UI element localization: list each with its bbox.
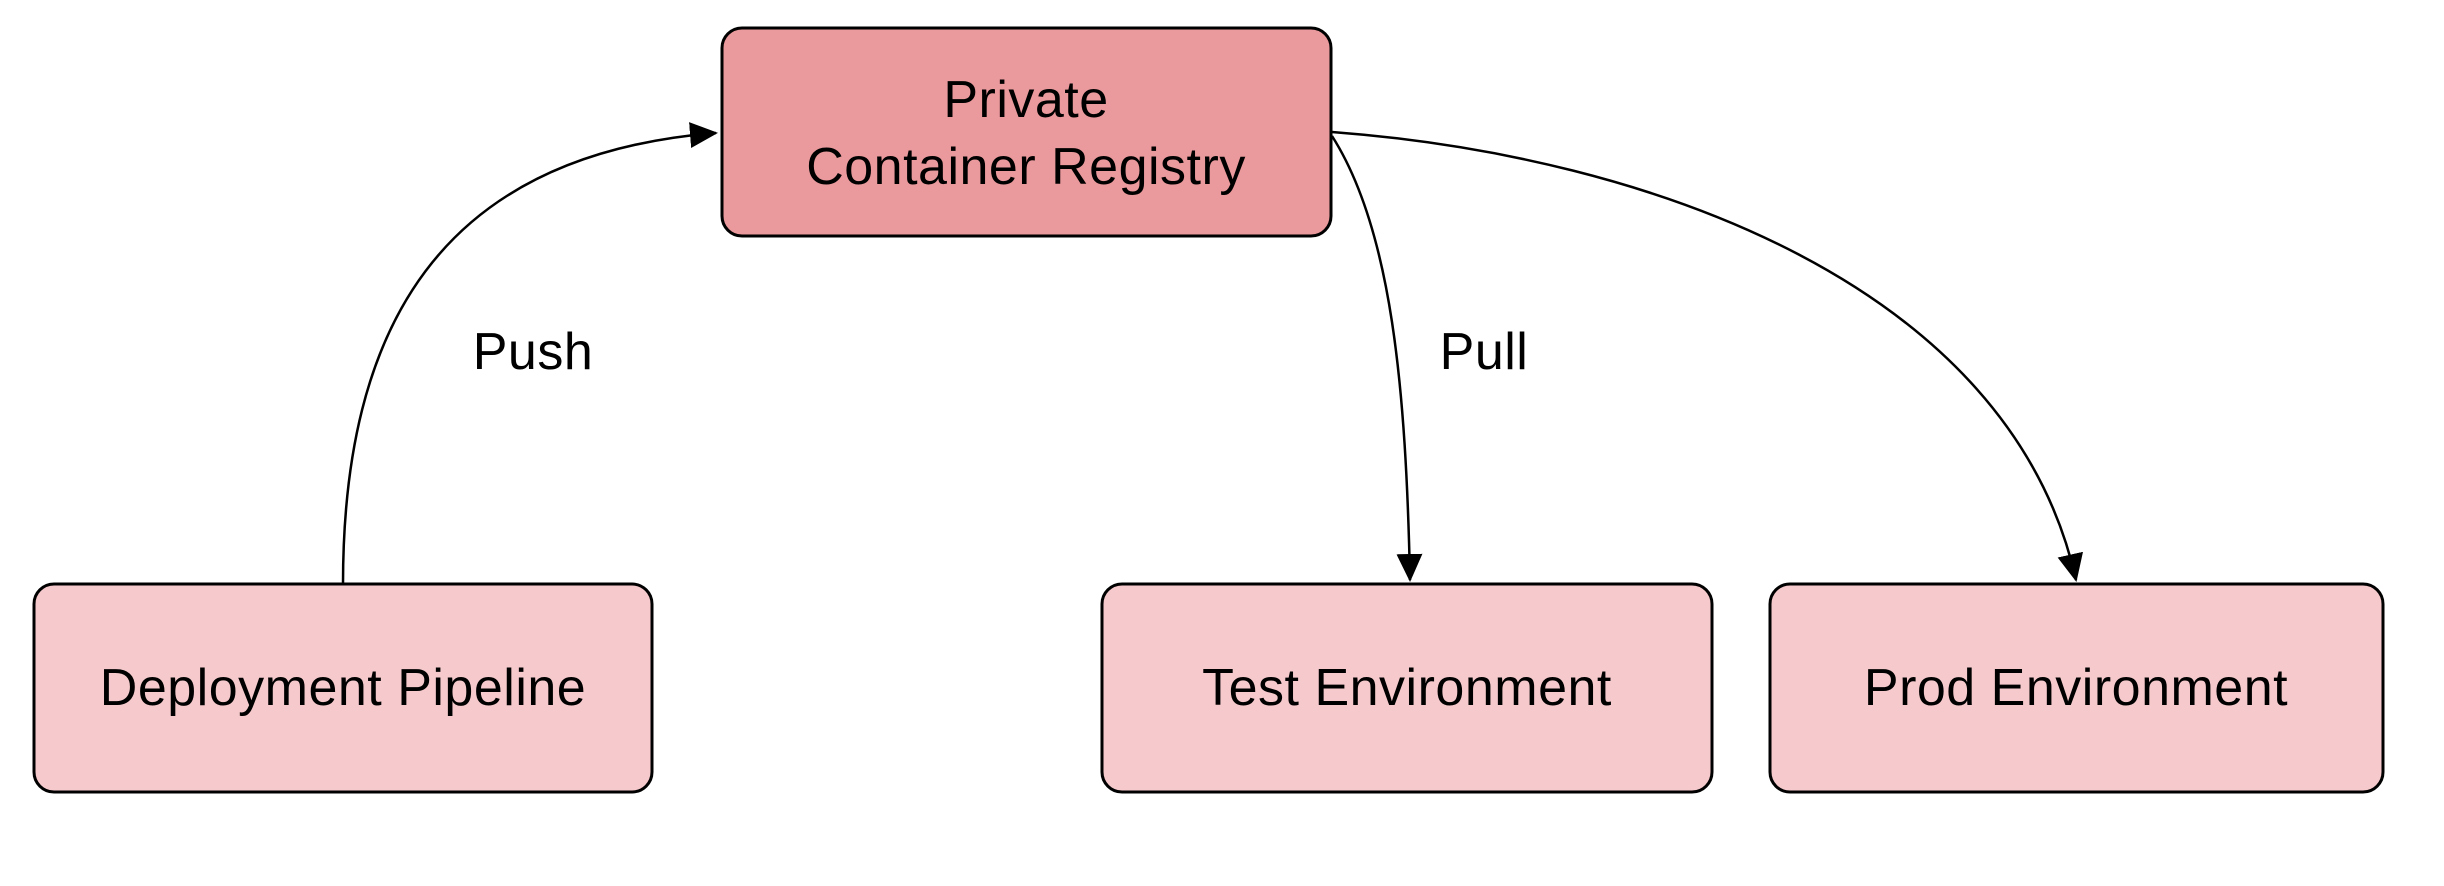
- node-deployment-pipeline-shape: [32, 582, 654, 794]
- edge-pull-arrow: [1330, 135, 1423, 582]
- node-test-environment: Test Environment: [1100, 582, 1714, 794]
- node-private-container-registry-label-line2: Container Registry: [806, 138, 1246, 196]
- node-test-environment-shape: [1100, 582, 1714, 794]
- edge-label-pull: Pull: [1440, 323, 1529, 381]
- edge-registry-to-prod-arrow: [1331, 130, 2083, 582]
- node-deployment-pipeline-label: Deployment Pipeline: [100, 659, 586, 717]
- node-private-container-registry: Private Container Registry: [720, 26, 1333, 238]
- node-private-container-registry-shape: [720, 26, 1333, 238]
- node-prod-environment: Prod Environment: [1768, 582, 2385, 794]
- node-prod-environment-label: Prod Environment: [1864, 659, 2288, 717]
- node-test-environment-label: Test Environment: [1202, 659, 1612, 717]
- node-deployment-pipeline: Deployment Pipeline: [32, 582, 654, 794]
- node-private-container-registry-label-line1: Private: [943, 71, 1108, 129]
- edge-label-push: Push: [473, 323, 594, 381]
- node-prod-environment-shape: [1768, 582, 2385, 794]
- edge-push-arrow: [341, 122, 718, 585]
